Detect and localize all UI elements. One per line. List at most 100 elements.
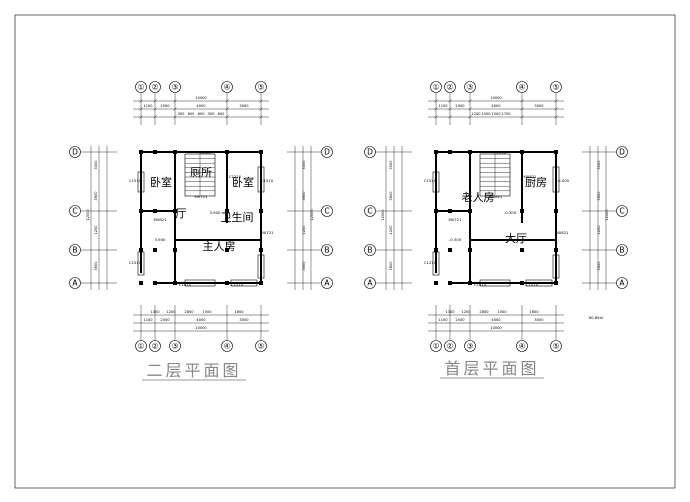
annotation-label: M0721 [195,194,209,199]
dimension-tick [153,107,157,111]
axis-bubble-top [221,81,233,93]
annotation-label: M0610 [199,150,213,155]
dimension-text: 600 [188,112,196,116]
axis-bubble-bottom [430,340,442,352]
axis-label-left: B [367,246,372,255]
dimension-text: 4000 [491,318,501,322]
axis-bubble-right [321,277,333,289]
dimension-text: 3600 [302,191,306,201]
column [139,150,143,154]
dimension-tick [173,107,177,111]
annotation-label: C1510 [474,282,487,287]
window-mark [432,171,440,193]
axis-label-top: ④ [519,83,526,92]
column [554,209,558,213]
column [448,150,452,154]
dimension-text: 1200 [389,225,393,235]
axis-bubble-bottom [550,340,562,352]
column [520,281,524,285]
dimension-text: 1100 [438,104,448,108]
dimension-text: 1500 [481,112,491,116]
axis-label-bottom: ④ [224,342,231,351]
axis-label-top: ④ [224,83,231,92]
dimension-text: 1600 [529,310,539,314]
axis-label-top: ③ [467,83,474,92]
dimension-tick [225,115,229,119]
dimension-text: 1300 [150,310,160,314]
dimension-text: 1500 [497,310,507,314]
column [259,209,263,213]
dimension-text: 1200 [302,225,306,235]
dimension-tick [468,99,472,103]
column [554,281,558,285]
column [468,281,472,285]
axis-bubble-right [321,146,333,158]
annotation-label: C1510 [261,178,274,183]
dimension-tick [173,99,177,103]
room-label: 大厅 [505,231,527,245]
annotation-label: C1510 [129,178,142,183]
dimension-text: 3600 [597,191,601,201]
annotation-label: M0821 [490,194,504,199]
dimension-tick [448,107,452,111]
window-mark [257,254,265,279]
dimension-text: 12000 [310,209,314,221]
annotation-label: -0.300 [449,237,462,242]
dimension-tick [448,115,452,119]
annotation-label: -0.300 [504,210,517,215]
window-mark [479,279,511,287]
dimension-tick [259,99,263,103]
room-label: 厨房 [525,176,547,189]
axis-label-top: ① [433,83,440,92]
axis-label-bottom: ⑤ [258,342,265,351]
dimension-text: 1200 [166,310,176,314]
annotation-label: C1510 [129,260,142,265]
axis-label-bottom: ② [447,342,454,351]
axis-label-top: ⑤ [553,83,560,92]
dimension-text: 1200 [471,112,481,116]
annotation-label: M0821 [154,217,168,222]
dimension-tick [225,99,229,103]
axis-label-bottom: ③ [467,342,474,351]
dimension-tick [153,115,157,119]
dimension-text: 12000 [381,209,385,221]
axis-label-bottom: ③ [172,342,179,351]
column [225,150,229,154]
axis-bubble-left [69,277,81,289]
column [153,209,157,213]
axis-bubble-bottom [135,340,147,352]
column [139,248,143,252]
dimension-tick [259,115,263,119]
axis-bubble-top [255,81,267,93]
dimension-tick [434,99,438,103]
column [468,248,472,252]
axis-label-left: C [72,207,77,216]
dimension-text: 1100 [143,104,153,108]
room-label: 卧室 [232,175,254,189]
annotation-label: C1210 [424,260,437,265]
window-mark [552,254,560,279]
dimension-text: 3000 [534,104,544,108]
annotation-label: C1510 [526,282,539,287]
column [173,209,177,213]
axis-bubble-top [135,81,147,93]
dimension-text: 2500 [160,104,170,108]
dimension-tick [259,107,263,111]
column [520,248,524,252]
axis-bubble-right [321,244,333,256]
column [448,248,452,252]
axis-label-left: D [367,148,373,157]
room-label: 卫生间 [221,210,254,224]
annotation-label: M0721 [449,217,463,222]
axis-label-right: D [324,148,330,157]
dimension-text: 4000 [491,104,501,108]
column [225,248,229,252]
dimension-tick [139,115,143,119]
axis-label-top: ⑤ [258,83,265,92]
column [259,281,263,285]
dimension-tick [173,115,177,119]
axis-label-right: A [324,279,330,288]
dimension-text: 3000 [597,160,601,170]
